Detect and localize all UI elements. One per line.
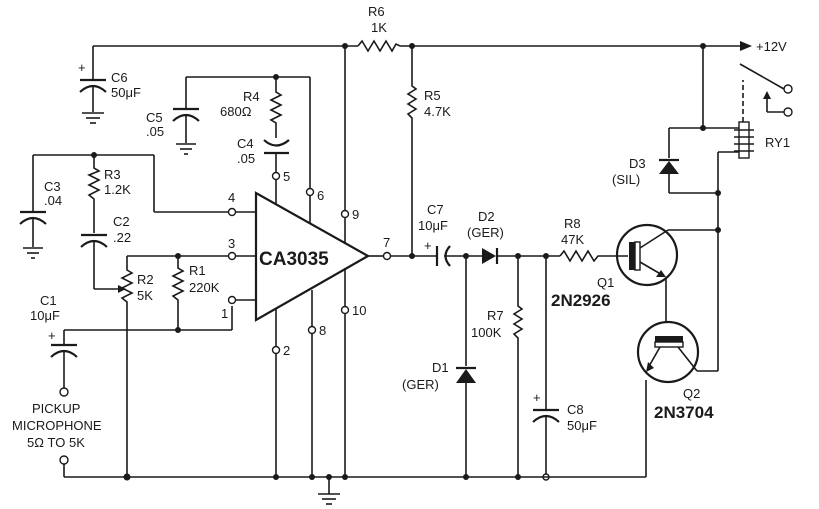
ic-pins: 4 3 1 5 6 9 7 10 8 2 bbox=[221, 169, 437, 477]
q1-part: 2N2926 bbox=[551, 291, 611, 310]
c3-value: .04 bbox=[44, 193, 62, 208]
capacitor-c1: + C1 10μF bbox=[30, 293, 78, 388]
c7-value: 10μF bbox=[418, 218, 448, 233]
c5-value: .05 bbox=[146, 124, 164, 139]
ic-label: CA3035 bbox=[259, 249, 329, 270]
pin-3: 3 bbox=[228, 236, 235, 251]
c4-value: .05 bbox=[237, 151, 255, 166]
capacitor-c5: C5 .05 bbox=[146, 74, 310, 155]
r8-value: 47K bbox=[561, 232, 584, 247]
pin-6: 6 bbox=[317, 188, 324, 203]
capacitor-c4: C4 .05 bbox=[237, 136, 290, 172]
c4-ref: C4 bbox=[237, 136, 254, 151]
r3-ref: R3 bbox=[104, 167, 121, 182]
resistor-r1: R1 220K bbox=[171, 256, 220, 333]
pin-2: 2 bbox=[283, 343, 290, 358]
d3-type: (SIL) bbox=[612, 172, 640, 187]
r3-value: 1.2K bbox=[104, 182, 131, 197]
r8-ref: R8 bbox=[564, 216, 581, 231]
resistor-r7: R7 100K bbox=[471, 256, 524, 480]
c6-plus: + bbox=[78, 60, 86, 75]
pin-9: 9 bbox=[352, 207, 359, 222]
pin-4: 4 bbox=[228, 190, 235, 205]
c1-value: 10μF bbox=[30, 308, 60, 323]
c5-ref: C5 bbox=[146, 110, 163, 125]
capacitor-c8: + C8 50μF bbox=[532, 256, 597, 481]
pin-8: 8 bbox=[319, 323, 326, 338]
resistor-r6: R6 1K bbox=[357, 4, 401, 53]
r7-value: 100K bbox=[471, 325, 502, 340]
pin-5: 5 bbox=[283, 169, 290, 184]
c8-ref: C8 bbox=[567, 402, 584, 417]
c2-ref: C2 bbox=[113, 214, 130, 229]
c1-ref: C1 bbox=[40, 293, 57, 308]
q2-ref: Q2 bbox=[683, 386, 700, 401]
ground-bus bbox=[64, 473, 646, 505]
ry1-ref: RY1 bbox=[765, 135, 790, 150]
pin-10: 10 bbox=[352, 303, 366, 318]
relay-ry1: RY1 bbox=[717, 63, 793, 371]
r4-ref: R4 bbox=[243, 89, 260, 104]
capacitor-c2: C2 .22 bbox=[80, 214, 131, 293]
diode-d2: D2 (GER) bbox=[467, 209, 560, 264]
mic-label-3: 5Ω TO 5K bbox=[27, 435, 85, 450]
supply-label: +12V bbox=[756, 39, 787, 54]
r2-ref: R2 bbox=[137, 272, 154, 287]
c7-plus: + bbox=[424, 238, 432, 253]
pin-1: 1 bbox=[221, 306, 228, 321]
resistor-r5: R5 4.7K bbox=[406, 46, 451, 258]
r4-value: 680Ω bbox=[220, 104, 252, 119]
supply-rail bbox=[93, 41, 752, 51]
mic-label-2: MICROPHONE bbox=[12, 418, 102, 433]
r7-ref: R7 bbox=[487, 308, 504, 323]
transistor-q2: Q2 2N3704 bbox=[636, 320, 718, 477]
r6-ref: R6 bbox=[368, 4, 385, 19]
microphone-input: PICKUP MICROPHONE 5Ω TO 5K bbox=[12, 387, 102, 477]
c3-ref: C3 bbox=[44, 179, 61, 194]
diode-d1: D1 (GER) bbox=[402, 256, 476, 480]
r1-value: 220K bbox=[189, 280, 220, 295]
d2-type: (GER) bbox=[467, 225, 504, 240]
c2-value: .22 bbox=[113, 230, 131, 245]
d1-ref: D1 bbox=[432, 360, 449, 375]
c8-plus: + bbox=[533, 390, 541, 405]
pin-7: 7 bbox=[383, 235, 390, 250]
capacitor-c7: + C7 10μF bbox=[418, 202, 482, 267]
c1-plus: + bbox=[48, 328, 56, 343]
r6-value: 1K bbox=[371, 20, 387, 35]
diode-d3: D3 (SIL) bbox=[612, 127, 739, 196]
r5-ref: R5 bbox=[424, 88, 441, 103]
d1-type: (GER) bbox=[402, 377, 439, 392]
c8-value: 50μF bbox=[567, 418, 597, 433]
transistor-q1: Q1 2N2926 bbox=[551, 223, 721, 322]
potentiometer-r2: R2 5K bbox=[120, 256, 154, 477]
resistor-r4: R4 680Ω bbox=[220, 77, 283, 138]
r5-value: 4.7K bbox=[424, 104, 451, 119]
c6-value: 50μF bbox=[111, 85, 141, 100]
d3-ref: D3 bbox=[629, 156, 646, 171]
r2-value: 5K bbox=[137, 288, 153, 303]
resistor-r8: R8 47K bbox=[559, 216, 628, 263]
c6-ref: C6 bbox=[111, 70, 128, 85]
c7-ref: C7 bbox=[427, 202, 444, 217]
q2-part: 2N3704 bbox=[654, 403, 714, 422]
mic-label-1: PICKUP bbox=[32, 401, 80, 416]
r1-ref: R1 bbox=[189, 263, 206, 278]
resistor-r3: R3 1.2K bbox=[87, 155, 131, 233]
q1-ref: Q1 bbox=[597, 275, 614, 290]
capacitor-c6: + C6 50μF bbox=[78, 46, 141, 124]
d2-ref: D2 bbox=[478, 209, 495, 224]
